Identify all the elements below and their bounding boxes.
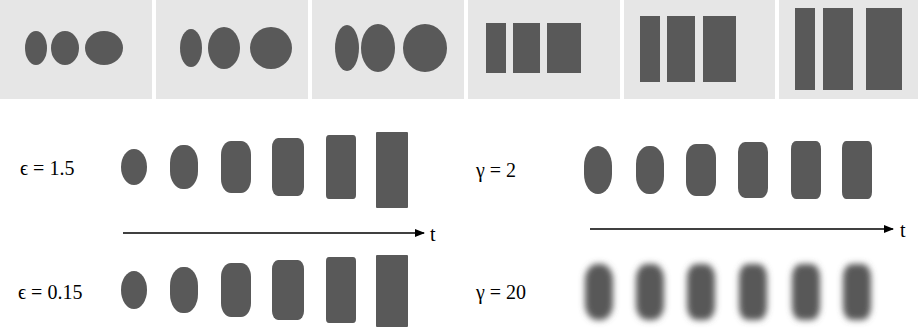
ellipse-shape [180, 29, 202, 67]
ellipse-shape [361, 24, 395, 72]
morph-shape [170, 145, 198, 189]
ellipse-shape [403, 24, 447, 72]
morph-shape [221, 141, 251, 193]
morph-shape [686, 144, 716, 196]
parameter-label: ϵ = 1.5 [20, 158, 74, 178]
rect-shape [547, 23, 581, 73]
rect-shape [640, 16, 660, 82]
blurred-shape [739, 264, 767, 320]
rect-shape [703, 16, 736, 82]
rect-shape [823, 8, 853, 90]
morph-shape [738, 142, 768, 198]
parameter-label: γ = 2 [476, 160, 516, 180]
blurred-shape [843, 264, 871, 320]
panel [624, 0, 775, 99]
ellipse-shape [85, 31, 123, 65]
rect-shape [513, 23, 540, 73]
rect-shape [486, 23, 506, 73]
axis-label: t [430, 224, 436, 244]
time-arrow [123, 232, 424, 233]
panel [779, 0, 918, 99]
morph-shape [842, 141, 872, 199]
sequence-eps-small [121, 255, 408, 327]
morph-shape [791, 141, 821, 199]
parameter-label: ϵ = 0.15 [18, 282, 82, 302]
blurred-shape [636, 264, 664, 320]
rect-shape [795, 8, 815, 90]
morph-shape [636, 146, 664, 194]
morph-shape [121, 271, 147, 309]
panel [468, 0, 620, 99]
panel-backgrounds [0, 0, 918, 99]
ellipse-shape [51, 31, 79, 65]
sequence-gamma-large [585, 264, 871, 320]
panel [312, 0, 464, 99]
blurred-shape [792, 264, 820, 320]
morph-shape [326, 135, 356, 199]
blurred-shape [687, 264, 715, 320]
morph-shape [121, 149, 147, 185]
morph-shape [376, 132, 408, 208]
morph-shape [584, 146, 612, 194]
rect-shape [667, 16, 695, 82]
ellipse-shape [208, 27, 240, 69]
axis-label: t [900, 220, 906, 240]
ellipse-shape [335, 25, 359, 71]
parameter-label: γ = 20 [476, 282, 526, 302]
sequence-eps-large [121, 132, 408, 208]
ellipse-shape [250, 27, 292, 69]
morph-shape [326, 257, 356, 323]
time-arrow [590, 228, 893, 229]
ellipse-shape [25, 31, 47, 65]
rect-shape [866, 8, 902, 90]
panel [156, 0, 308, 99]
sequence-gamma-small [584, 141, 872, 199]
morph-shape [221, 263, 251, 317]
target-shapes [25, 8, 902, 90]
morph-shape [272, 138, 304, 196]
panel [0, 0, 152, 99]
morph-shape [170, 267, 198, 313]
morph-shape [376, 255, 408, 327]
blurred-shape [585, 264, 613, 320]
morph-shape [272, 260, 304, 320]
